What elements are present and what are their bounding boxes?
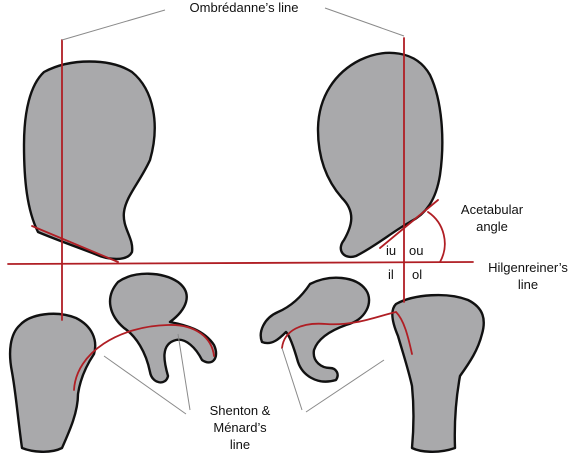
shenton-leader-right-1	[281, 347, 303, 411]
acetabular-angle-arc	[427, 211, 446, 263]
hilgenreiner-label-line2: line	[518, 277, 538, 292]
quadrant-label-il: il	[388, 267, 394, 282]
shenton-leader-left-2	[177, 333, 191, 411]
acetabular-roof-line-right	[379, 199, 439, 249]
ombredanne-label: Ombrédanne’s line	[190, 0, 299, 15]
hilgenreiner-label-line1: Hilgenreiner’s	[488, 260, 568, 275]
right-iliac-wing	[316, 51, 444, 259]
left-iliac-wing	[22, 60, 156, 261]
quadrant-label-iu: iu	[386, 243, 396, 258]
ombredanne-leader-left	[61, 9, 166, 41]
acetabular-angle-label-line1: Acetabular	[461, 202, 524, 217]
shenton-label-line1: Shenton &	[210, 403, 271, 418]
shenton-menard-line-right	[281, 311, 413, 355]
left-pubic-bone	[108, 272, 218, 384]
acetabular-angle-label-line2: angle	[476, 219, 508, 234]
quadrant-label-ol: ol	[412, 267, 422, 282]
right-pubic-bone	[259, 276, 371, 383]
quadrant-label-ou: ou	[409, 243, 423, 258]
left-femur	[8, 312, 97, 453]
right-femur	[391, 293, 485, 453]
shenton-menard-line-left	[73, 324, 215, 391]
shenton-label-line2: Ménard’s	[213, 420, 267, 435]
hilgenreiner-line	[7, 261, 474, 265]
shenton-label-line3: line	[230, 437, 250, 452]
acetabular-roof-line-left	[31, 225, 119, 263]
shenton-leader-right-2	[305, 359, 385, 413]
ombredanne-leader-right	[324, 7, 405, 37]
shenton-leader-left-1	[103, 355, 187, 415]
